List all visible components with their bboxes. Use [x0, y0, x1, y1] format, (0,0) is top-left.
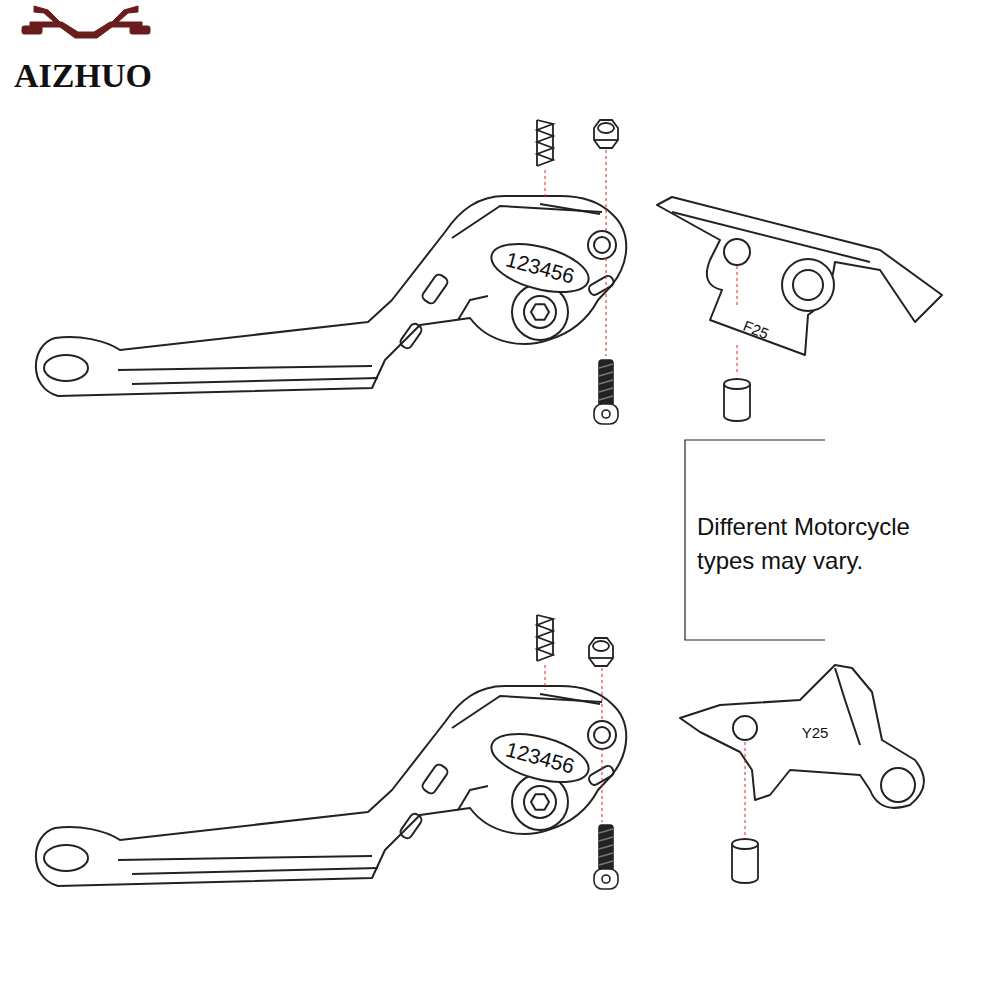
- lock-nut: [594, 120, 618, 148]
- spring: [537, 615, 553, 661]
- lock-nut: [589, 638, 613, 666]
- leader-line: [545, 170, 546, 200]
- adapter-y25: [680, 665, 924, 808]
- spring: [537, 120, 553, 166]
- leader-line: [737, 266, 738, 375]
- pivot-screw: [594, 360, 618, 424]
- clutch-lever: [36, 686, 626, 886]
- leader-line: [745, 742, 746, 835]
- leader-line: [602, 668, 603, 822]
- brand-logo-icon: [22, 6, 150, 38]
- pivot-screw: [594, 825, 618, 889]
- note-text: Different Motorcycle types may vary.: [697, 510, 962, 578]
- bushing: [732, 839, 758, 883]
- brand-name: AIZHUO: [14, 56, 152, 95]
- leader-line: [606, 150, 607, 356]
- bushing: [724, 379, 750, 421]
- leader-line: [545, 665, 546, 690]
- part-code: Y25: [802, 724, 829, 741]
- brake-lever: [36, 196, 626, 396]
- adapter-f25: [657, 197, 942, 355]
